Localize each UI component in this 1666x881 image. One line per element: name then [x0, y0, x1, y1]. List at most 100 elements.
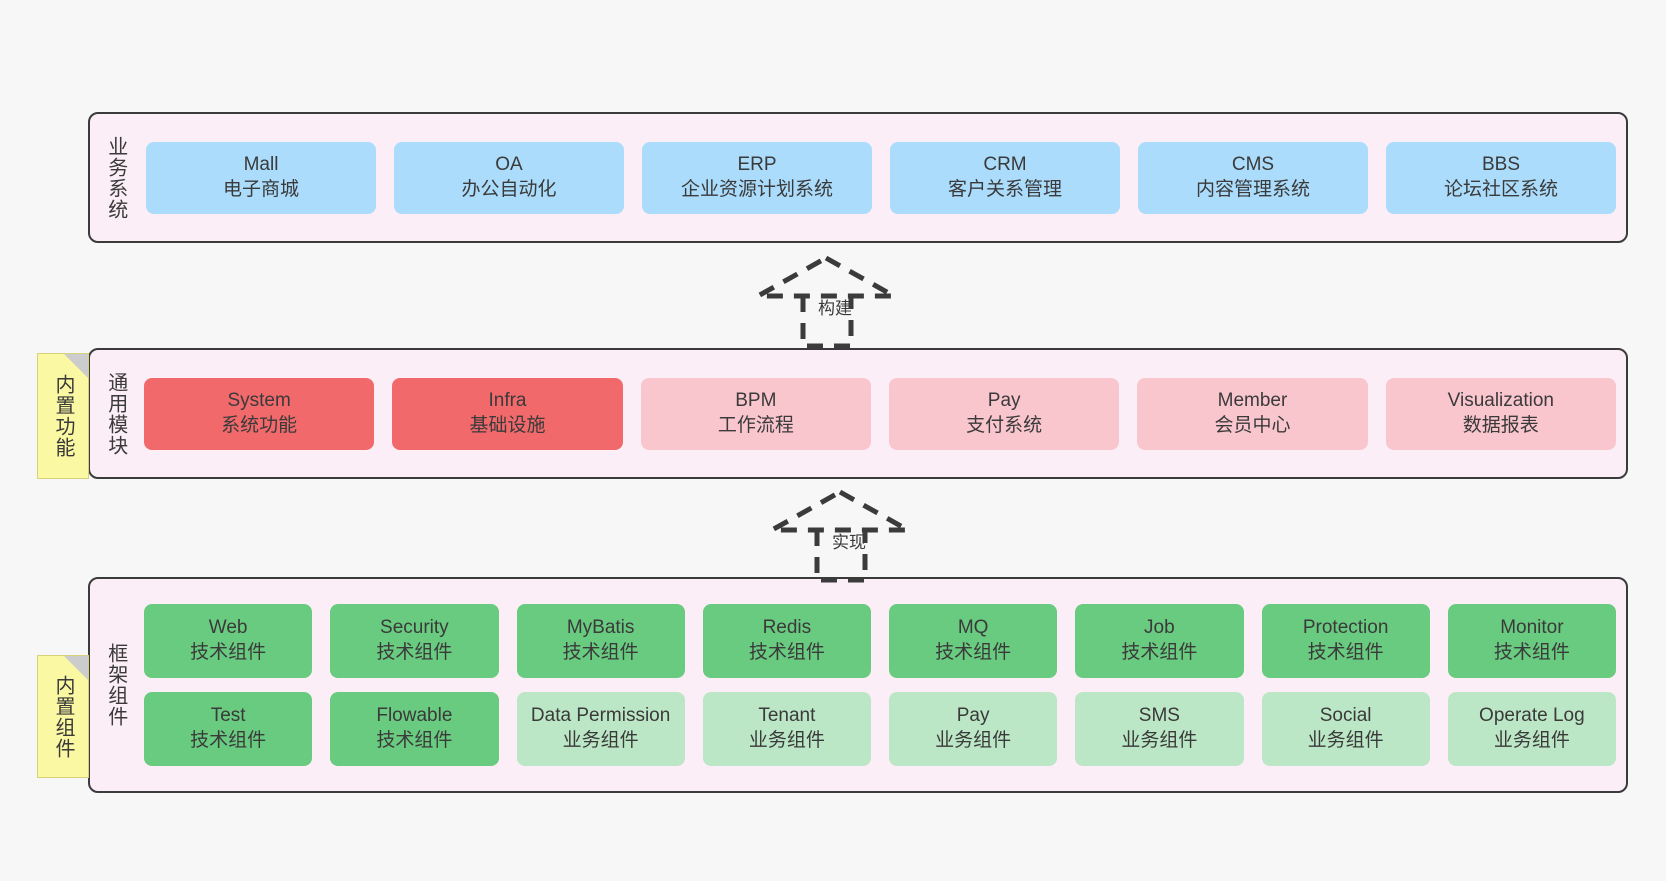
- card-title: BBS: [1481, 153, 1521, 175]
- arrow-implement: 实现: [762, 489, 924, 583]
- sticky-note-label: 内置组件: [52, 674, 74, 759]
- module-card-flowable[interactable]: Flowable 技术组件: [330, 692, 499, 766]
- layer-body-modules: System 系统功能 Infra 基础设施 BPM 工作流程 Pay 支付系统…: [140, 350, 1626, 477]
- layer-row: System 系统功能 Infra 基础设施 BPM 工作流程 Pay 支付系统…: [144, 377, 1616, 450]
- arrow-build: 构建: [748, 255, 910, 349]
- card-subtitle: 技术组件: [562, 642, 639, 663]
- arrow-label-build: 构建: [818, 299, 852, 318]
- module-card-bpm[interactable]: BPM 工作流程: [640, 377, 871, 450]
- card-title: Member: [1217, 389, 1288, 411]
- card-title: System: [227, 389, 291, 411]
- module-card-social[interactable]: Social 业务组件: [1261, 692, 1430, 766]
- card-title: Infra: [488, 389, 527, 411]
- module-card-data-permission[interactable]: Data Permission 业务组件: [516, 692, 685, 766]
- card-subtitle: 支付系统: [966, 414, 1043, 436]
- card-title: MyBatis: [566, 617, 635, 639]
- card-title: Tenant: [758, 705, 816, 727]
- module-card-mall[interactable]: Mall 电子商城: [146, 141, 376, 214]
- sticky-note-builtin-components[interactable]: 内置组件: [37, 655, 89, 778]
- module-card-cms[interactable]: CMS 内容管理系统: [1138, 141, 1368, 214]
- module-card-job[interactable]: Job 技术组件: [1075, 604, 1244, 678]
- card-title: CMS: [1231, 153, 1275, 175]
- module-card-monitor[interactable]: Monitor 技术组件: [1447, 604, 1616, 678]
- module-card-visualization[interactable]: Visualization 数据报表: [1385, 377, 1616, 450]
- card-title: Operate Log: [1479, 705, 1585, 727]
- card-subtitle: 办公自动化: [461, 178, 557, 200]
- module-card-mq[interactable]: MQ 技术组件: [889, 604, 1058, 678]
- layer-title-business: 业务系统: [104, 135, 127, 220]
- card-title: ERP: [737, 153, 777, 175]
- card-title: Mall: [243, 153, 279, 175]
- module-card-tenant[interactable]: Tenant 业务组件: [702, 692, 871, 766]
- card-subtitle: 技术组件: [1307, 642, 1384, 663]
- card-subtitle: 技术组件: [190, 642, 267, 663]
- layer-title-framework: 框架组件: [104, 643, 127, 727]
- card-title: Pay: [987, 389, 1021, 411]
- module-card-pay-business[interactable]: Pay 业务组件: [889, 692, 1058, 766]
- layer-row-tech: Web 技术组件 Security 技术组件 MyBatis 技术组件 Redi…: [144, 604, 1616, 678]
- layer-title-modules: 通用模块: [104, 371, 127, 456]
- card-subtitle: 业务组件: [1493, 730, 1570, 751]
- card-title: Social: [1319, 705, 1372, 727]
- arrow-stem: [800, 296, 854, 349]
- card-title: CRM: [983, 153, 1027, 175]
- card-subtitle: 系统功能: [221, 414, 298, 436]
- card-title: Security: [380, 617, 449, 639]
- card-title: Flowable: [376, 705, 453, 727]
- card-subtitle: 业务组件: [748, 730, 825, 751]
- module-card-erp[interactable]: ERP 企业资源计划系统: [642, 141, 872, 214]
- sticky-note-builtin-features[interactable]: 内置功能: [37, 353, 89, 479]
- module-card-security[interactable]: Security 技术组件: [330, 604, 499, 678]
- module-card-protection[interactable]: Protection 技术组件: [1261, 604, 1430, 678]
- card-subtitle: 内容管理系统: [1195, 178, 1310, 200]
- card-title: OA: [495, 153, 523, 175]
- module-card-sms[interactable]: SMS 业务组件: [1075, 692, 1244, 766]
- module-card-operate-log[interactable]: Operate Log 业务组件: [1447, 692, 1616, 766]
- arrow-stem: [814, 530, 868, 583]
- card-title: SMS: [1138, 705, 1180, 727]
- card-subtitle: 技术组件: [1121, 642, 1198, 663]
- card-subtitle: 会员中心: [1214, 414, 1291, 436]
- layer-body-framework: Web 技术组件 Security 技术组件 MyBatis 技术组件 Redi…: [140, 579, 1626, 791]
- arrow-head-triangle: [748, 255, 904, 299]
- module-card-infra[interactable]: Infra 基础设施: [392, 377, 623, 450]
- module-card-system[interactable]: System 系统功能: [144, 377, 375, 450]
- card-subtitle: 数据报表: [1462, 414, 1539, 436]
- card-subtitle: 业务组件: [1307, 730, 1384, 751]
- card-title: Protection: [1302, 617, 1389, 639]
- module-card-test[interactable]: Test 技术组件: [144, 692, 313, 766]
- module-card-pay[interactable]: Pay 支付系统: [888, 377, 1120, 450]
- card-title: Monitor: [1500, 617, 1564, 639]
- card-subtitle: 基础设施: [469, 414, 546, 436]
- card-subtitle: 工作流程: [717, 414, 794, 436]
- layer-body-business: Mall 电子商城 OA 办公自动化 ERP 企业资源计划系统 CRM 客户关系…: [140, 114, 1626, 241]
- card-title: Data Permission: [530, 705, 671, 727]
- card-subtitle: 电子商城: [222, 178, 299, 200]
- module-card-member[interactable]: Member 会员中心: [1137, 377, 1368, 450]
- module-card-crm[interactable]: CRM 客户关系管理: [890, 141, 1120, 214]
- card-subtitle: 技术组件: [748, 642, 825, 663]
- layer-row-business: Test 技术组件 Flowable 技术组件 Data Permission …: [144, 692, 1616, 766]
- card-title: Job: [1144, 617, 1175, 639]
- layer-business-system: 业务系统 Mall 电子商城 OA 办公自动化 ERP 企业资源计划系统 CRM…: [88, 112, 1628, 243]
- card-title: Visualization: [1447, 389, 1554, 411]
- card-subtitle: 技术组件: [190, 730, 267, 751]
- arrow-label-implement: 实现: [832, 533, 866, 552]
- layer-common-modules: 通用模块 System 系统功能 Infra 基础设施 BPM 工作流程 Pay…: [88, 348, 1628, 479]
- module-card-redis[interactable]: Redis 技术组件: [702, 604, 871, 678]
- card-subtitle: 技术组件: [935, 642, 1012, 663]
- card-title: BPM: [735, 389, 777, 411]
- folded-corner-icon: [64, 354, 88, 378]
- card-subtitle: 客户关系管理: [947, 178, 1062, 200]
- card-subtitle: 技术组件: [376, 642, 453, 663]
- module-card-mybatis[interactable]: MyBatis 技术组件: [516, 604, 685, 678]
- module-card-web[interactable]: Web 技术组件: [144, 604, 313, 678]
- card-subtitle: 论坛社区系统: [1443, 178, 1558, 200]
- module-card-bbs[interactable]: BBS 论坛社区系统: [1386, 141, 1616, 214]
- card-title: MQ: [957, 617, 989, 639]
- card-title: Web: [208, 617, 248, 639]
- card-subtitle: 业务组件: [1121, 730, 1198, 751]
- card-subtitle: 技术组件: [1493, 642, 1570, 663]
- module-card-oa[interactable]: OA 办公自动化: [394, 141, 624, 214]
